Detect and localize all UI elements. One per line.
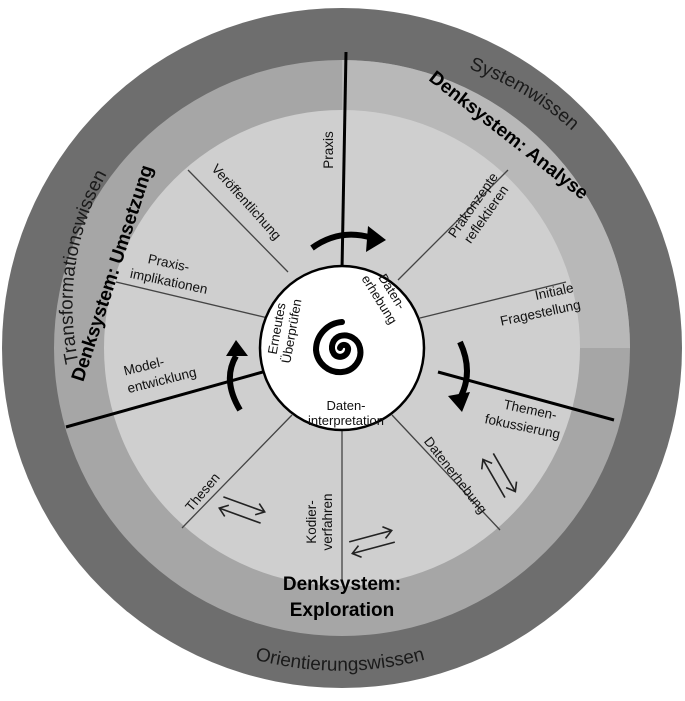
spiral-icon: [312, 319, 364, 376]
arrow-top-icon: [310, 231, 373, 251]
double-arrows: [218, 453, 518, 558]
label-denksystem-exploration-1: Denksystem:: [283, 574, 401, 595]
svg-text:interpretation: interpretation: [308, 413, 384, 428]
phase-kodierverfahren: Kodier- verfahren: [304, 493, 335, 550]
divider-left: [65, 368, 271, 429]
double-arrow-left-icon: [218, 496, 266, 524]
double-arrow-bottom-icon: [348, 526, 396, 558]
center-dateninterpretation: Daten- interpretation: [308, 398, 384, 428]
cycle-arrows: [226, 226, 470, 412]
phase-praxis: Praxis: [321, 131, 336, 169]
double-arrow-right-icon: [480, 453, 518, 498]
label-denksystem-exploration-2: Exploration: [290, 600, 395, 621]
svg-text:verfahren: verfahren: [320, 493, 335, 550]
svg-text:Daten-: Daten-: [326, 398, 365, 413]
phase-spokes: [115, 169, 567, 582]
svg-text:Kodier-: Kodier-: [304, 500, 319, 544]
arrow-left-icon: [227, 354, 243, 412]
